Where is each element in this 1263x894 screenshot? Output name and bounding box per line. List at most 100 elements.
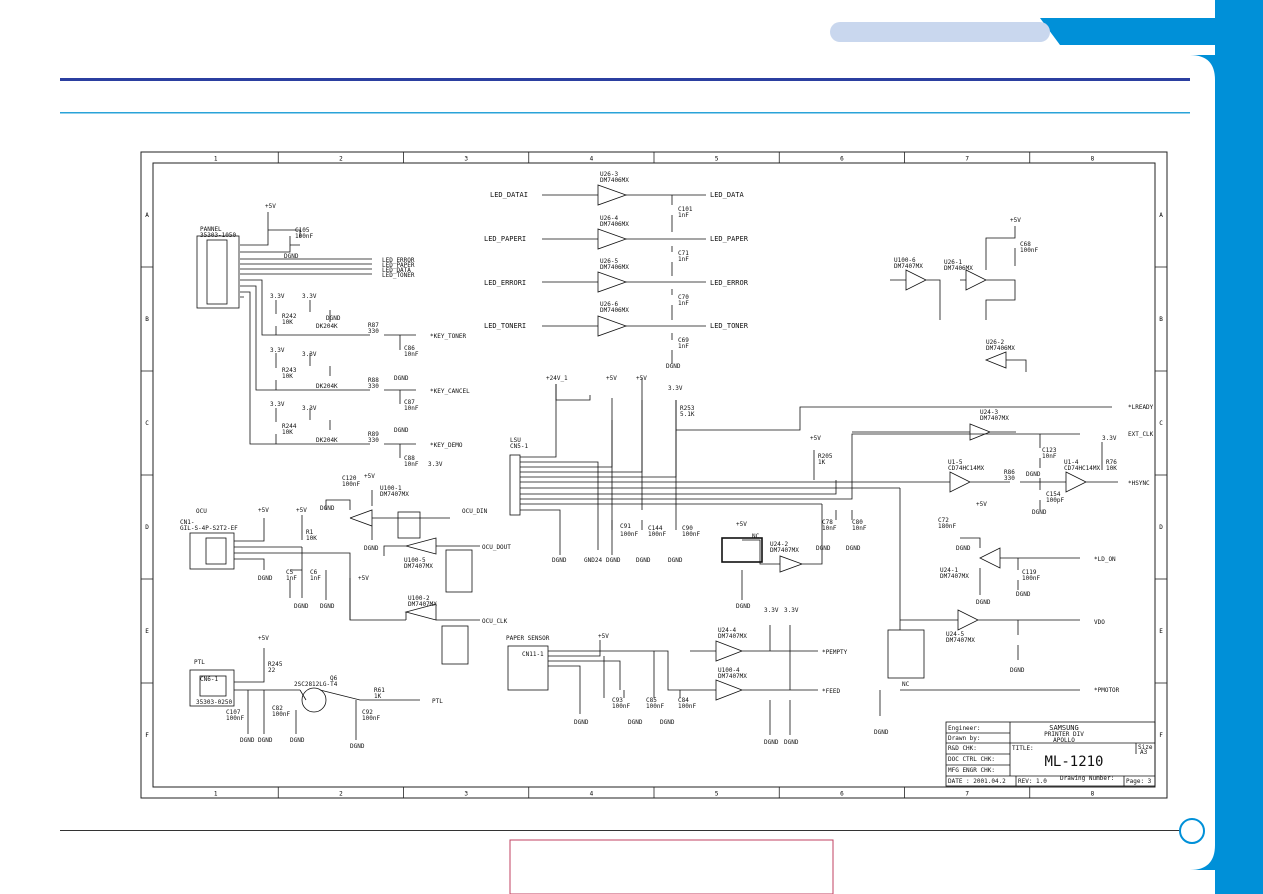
net-33v-ps1: 3.3V bbox=[764, 607, 779, 614]
tb-date: DATE : 2001.04.2 bbox=[948, 778, 1006, 785]
c6-value: 1nF bbox=[310, 575, 321, 582]
zone-row-label: D bbox=[1159, 524, 1163, 531]
net-lready: *LREADY bbox=[1128, 404, 1154, 411]
zone-column-label: 5 bbox=[715, 791, 719, 798]
c87-value: 10nF bbox=[404, 405, 419, 412]
c123-value: 10nF bbox=[1042, 453, 1057, 460]
u100-2-label: U100-2 bbox=[408, 595, 430, 602]
page-number-circle bbox=[1179, 818, 1205, 844]
dgnd-r1: DGND bbox=[1032, 509, 1047, 516]
dgnd-c78: DGND bbox=[816, 545, 831, 552]
net-ocu-dout: OCU_DOUT bbox=[482, 544, 511, 551]
net-5v-ps: +5V bbox=[598, 633, 609, 640]
c69-value: 1nF bbox=[678, 343, 689, 350]
c84-value: 100nF bbox=[678, 703, 696, 710]
gnd24-lsu: GND24 bbox=[584, 557, 602, 564]
r86-label: R86 bbox=[1004, 469, 1015, 476]
ocu-part: GIL-S-4P-S2T2-EF bbox=[180, 525, 238, 532]
net-ptl: PTL bbox=[432, 698, 443, 705]
r205-value: 1K bbox=[818, 459, 826, 466]
u26-4-label: U26-4 bbox=[600, 215, 618, 222]
zone-column-label: 6 bbox=[840, 156, 844, 163]
c78-value: 10nF bbox=[822, 525, 837, 532]
c119-label: C119 bbox=[1022, 569, 1037, 576]
nc-box-3 bbox=[441, 625, 469, 665]
c93-label: C93 bbox=[612, 697, 623, 704]
tb-drawing-number: Drawing Number: bbox=[1060, 775, 1114, 782]
lsu-title: LSU bbox=[510, 437, 521, 444]
net-pmotor: *PMOTOR bbox=[1094, 687, 1120, 694]
nc-box-4 bbox=[721, 537, 763, 563]
net-33v-ps2: 3.3V bbox=[784, 607, 799, 614]
paper-sensor-connector-box bbox=[507, 645, 549, 691]
c69-label: C69 bbox=[678, 337, 689, 344]
header-rule-light bbox=[60, 112, 1190, 114]
r1-label: R1 bbox=[306, 529, 314, 536]
paper-sensor-title: PAPER SENSOR bbox=[506, 635, 550, 642]
r88-value: 330 bbox=[368, 383, 379, 390]
u1-4-label: U1-4 bbox=[1064, 459, 1079, 466]
u24-2-part: DM7407MX bbox=[770, 547, 799, 554]
net-led-toner-pannel: LED_TONER bbox=[382, 272, 415, 279]
net-vdo: VDO bbox=[1094, 619, 1105, 626]
zone-column-label: 1 bbox=[214, 156, 218, 163]
c85-label: C85 bbox=[646, 697, 657, 704]
nc-label-4: NC bbox=[752, 533, 760, 540]
pannel-part: 35303-1050 bbox=[200, 232, 237, 239]
c91-value: 100nF bbox=[620, 531, 638, 538]
tb-size-label: Size bbox=[1138, 744, 1153, 751]
zone-row-label: E bbox=[145, 628, 149, 635]
tb-division: PRINTER DIV bbox=[1044, 731, 1084, 738]
tb-doc-ctrl: DOC CTRL CHK: bbox=[948, 756, 995, 763]
u26-1-part: DM7406MX bbox=[944, 265, 973, 272]
r89-value: 330 bbox=[368, 437, 379, 444]
u100-2-part: DM7407MX bbox=[408, 601, 437, 608]
u100-6-part: DM7407MX bbox=[894, 263, 923, 270]
c86-label: C86 bbox=[404, 345, 415, 352]
u26-2-label: U26-2 bbox=[986, 339, 1004, 346]
c87-label: C87 bbox=[404, 399, 415, 406]
nc-box-2 bbox=[445, 549, 473, 593]
dgnd-nc4: DGND bbox=[736, 603, 751, 610]
dgnd-c: DGND bbox=[394, 427, 409, 434]
c120-label: C120 bbox=[342, 475, 357, 482]
zone-column-label: 2 bbox=[339, 156, 343, 163]
ptl-title: PTL bbox=[194, 659, 205, 666]
net-led-toner-in: LED_TONERI bbox=[484, 322, 526, 330]
nc-box-1 bbox=[397, 511, 421, 539]
r61-label: R61 bbox=[374, 687, 385, 694]
dgnd-c120: DGND bbox=[320, 505, 335, 512]
c88-value: 10nF bbox=[404, 461, 419, 468]
u26-5-label: U26-5 bbox=[600, 258, 618, 265]
r253-value: 5.1K bbox=[680, 411, 695, 418]
zone-row-label: C bbox=[1159, 420, 1163, 427]
zone-row-label: D bbox=[145, 524, 149, 531]
u100-1-label: U100-1 bbox=[380, 485, 402, 492]
zone-row-label: F bbox=[145, 732, 149, 739]
tb-size: A3 bbox=[1140, 749, 1148, 756]
c107-value: 100nF bbox=[226, 715, 244, 722]
net-5v-ptl: +5V bbox=[258, 635, 269, 642]
d-dk204k-1: DK204K bbox=[316, 323, 338, 330]
c71-label: C71 bbox=[678, 250, 689, 257]
zone-column-label: 2 bbox=[339, 791, 343, 798]
r244-value: 10K bbox=[282, 429, 293, 436]
q6-label: Q6 bbox=[330, 675, 338, 682]
c72-value: 180nF bbox=[938, 523, 956, 530]
dgnd-ps-1: DGND bbox=[574, 719, 589, 726]
net-feed: *FEED bbox=[822, 688, 840, 695]
dgnd-u24-1: DGND bbox=[976, 599, 991, 606]
dgnd-c119: DGND bbox=[1016, 591, 1031, 598]
zone-column-label: 5 bbox=[715, 156, 719, 163]
net-hsync: *HSYNC bbox=[1128, 480, 1150, 487]
net-led-data-in: LED_DATAI bbox=[490, 191, 528, 199]
c86-value: 10nF bbox=[404, 351, 419, 358]
net-33v-c2: 3.3V bbox=[302, 351, 317, 358]
net-5v-nc: +5V bbox=[736, 521, 747, 528]
footer-rule bbox=[60, 830, 1190, 831]
r89-label: R89 bbox=[368, 431, 379, 438]
c101-label: C101 bbox=[678, 206, 693, 213]
net-led-error: LED_ERROR bbox=[710, 279, 749, 287]
u26-1-label: U26-1 bbox=[944, 259, 962, 266]
r244-label: R244 bbox=[282, 423, 297, 430]
